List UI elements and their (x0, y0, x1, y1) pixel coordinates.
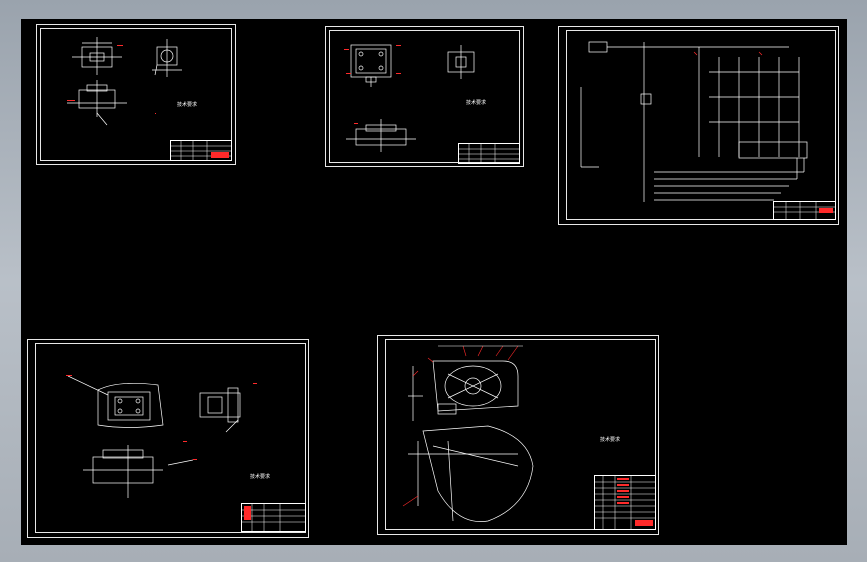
sheet-2-technical-notes: 技术要求 (466, 99, 486, 106)
drawing-sheet-2[interactable]: 技术要求 (325, 26, 524, 167)
sheet-5-assembly (402, 345, 534, 522)
sheet-2-notes-title: 技术要求 (466, 100, 487, 106)
sheet-1-technical-notes: 技术要求 (177, 101, 197, 108)
drawing-sheet-4[interactable]: 技术要求 (27, 339, 309, 538)
sheet-3-inner-frame (566, 30, 836, 220)
sheet-2-views (344, 44, 475, 152)
sheet-4-notes-title: 技术要求 (250, 474, 271, 480)
sheet-3-title-block (773, 201, 836, 220)
sheet-5-notes-title: 技术要求 (600, 437, 621, 443)
sheet-4-technical-notes: 技术要求 (250, 473, 270, 480)
drawing-sheet-5[interactable]: 技术要求 (377, 335, 659, 535)
sheet-5-technical-notes: 技术要求 (600, 436, 620, 443)
drawing-sheet-1[interactable]: 技术要求 (36, 24, 236, 165)
sheet-4-inner-frame (35, 343, 306, 533)
sheet-5-title-block (594, 475, 656, 530)
sheet-5-inner-frame (385, 339, 656, 530)
sheet-1-title-block (170, 140, 232, 161)
sheet-4-views (66, 375, 257, 498)
sheet-2-inner-frame (329, 30, 520, 163)
sheet-4-title-block (241, 503, 306, 532)
sheet-1-inner-frame (40, 28, 232, 161)
drawing-sheet-3[interactable] (558, 26, 839, 225)
cad-model-space[interactable]: 技术要求 (21, 19, 847, 545)
sheet-2-title-block (458, 143, 520, 164)
sheet-3-schematic (580, 41, 808, 202)
sheet-1-views (67, 37, 182, 126)
sheet-1-notes-title: 技术要求 (177, 102, 198, 108)
